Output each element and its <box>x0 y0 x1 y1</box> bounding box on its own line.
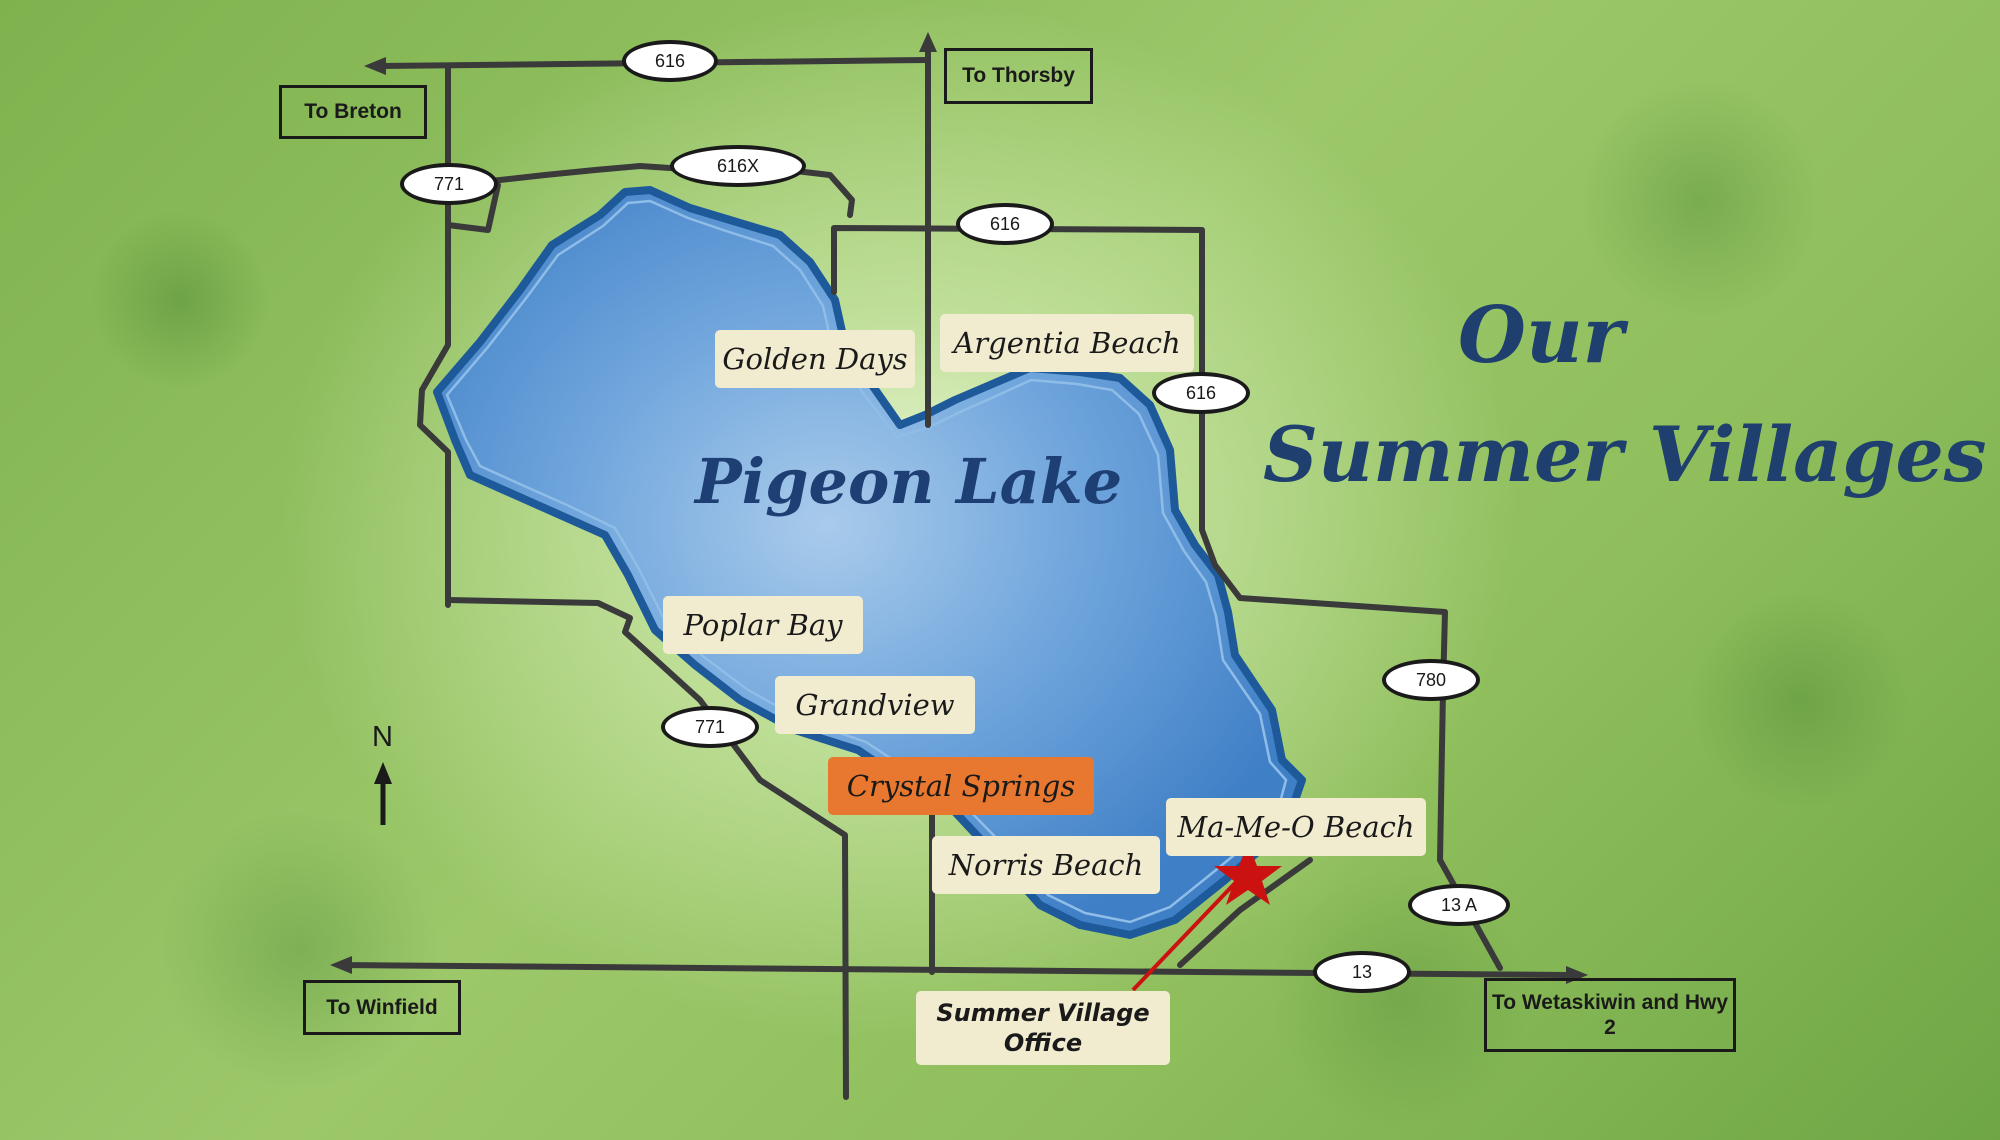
village-poplar-bay: Poplar Bay <box>663 596 863 654</box>
road-west-771 <box>417 63 451 608</box>
village-ma-me-o-beach-label: Ma-Me-O Beach <box>1177 810 1415 844</box>
highway-780-label: 780 <box>1415 669 1447 690</box>
to-wetaskiwin-label: To Wetaskiwin and Hwy 2 <box>1491 990 1729 1039</box>
north-letter: N <box>372 721 393 753</box>
office-pointer-line <box>1131 878 1240 992</box>
pigeon-lake-shape <box>433 186 1306 939</box>
highway-771-south-label: 771 <box>694 716 726 737</box>
highway-616x-label: 616X <box>716 155 760 176</box>
village-crystal-springs: Crystal Springs <box>828 757 1094 815</box>
title-line-2: Summer Villages <box>1263 410 1987 499</box>
arrow-north-thorsby <box>919 32 937 52</box>
title-line-1: Our <box>1458 290 1624 381</box>
village-argentia-beach-label: Argentia Beach <box>953 326 1181 360</box>
village-crystal-springs-label: Crystal Springs <box>846 769 1076 803</box>
highway-616-mid-label: 616 <box>989 213 1021 234</box>
village-golden-days-label: Golden Days <box>722 342 908 376</box>
highway-616-top-label: 616 <box>654 50 686 71</box>
north-arrow-head <box>374 762 392 784</box>
highway-13-label: 13 <box>1351 961 1373 982</box>
office-location-star <box>1214 842 1282 905</box>
highway-616-top-badge: 616 <box>622 40 718 82</box>
office-line-1: Summer Village <box>936 999 1150 1027</box>
village-norris-beach: Norris Beach <box>932 836 1160 894</box>
village-ma-me-o-beach: Ma-Me-O Beach <box>1166 798 1426 856</box>
to-wetaskiwin-box: To Wetaskiwin and Hwy 2 <box>1484 978 1736 1052</box>
road-south-west <box>445 597 849 1100</box>
lake-inner-outline <box>445 199 1288 924</box>
arrow-west-winfield <box>330 956 352 974</box>
highway-13-badge: 13 <box>1313 951 1411 993</box>
highway-616-east-label: 616 <box>1185 382 1217 403</box>
to-winfield-label: To Winfield <box>326 995 438 1019</box>
road-ma-me-o <box>1177 857 1313 968</box>
to-winfield-box: To Winfield <box>303 980 461 1035</box>
highway-771-north-badge: 771 <box>400 163 498 205</box>
to-thorsby-box: To Thorsby <box>944 48 1093 104</box>
highway-616-east-badge: 616 <box>1152 372 1250 414</box>
village-grandview-label: Grandview <box>795 688 955 722</box>
highway-780-badge: 780 <box>1382 659 1480 701</box>
highway-616-mid-badge: 616 <box>956 203 1054 245</box>
summer-village-office-label: Summer Village Office <box>916 991 1170 1065</box>
office-line-2: Office <box>1003 1029 1083 1057</box>
village-grandview: Grandview <box>775 676 975 734</box>
to-thorsby-label: To Thorsby <box>962 64 1075 88</box>
arrow-west-top <box>364 57 386 75</box>
to-breton-box: To Breton <box>279 85 427 139</box>
highway-13a-label: 13 A <box>1440 894 1478 915</box>
village-norris-beach-label: Norris Beach <box>948 848 1144 882</box>
village-golden-days: Golden Days <box>715 330 915 388</box>
to-breton-label: To Breton <box>304 100 402 124</box>
highway-616x-badge: 616X <box>670 145 806 187</box>
highway-771-south-badge: 771 <box>661 706 759 748</box>
road-771-loop <box>445 182 501 233</box>
lake-name: Pigeon Lake <box>695 445 1123 518</box>
highway-771-north-label: 771 <box>433 173 465 194</box>
village-poplar-bay-label: Poplar Bay <box>683 608 843 642</box>
village-argentia-beach: Argentia Beach <box>940 314 1194 372</box>
highway-13a-badge: 13 A <box>1408 884 1510 926</box>
